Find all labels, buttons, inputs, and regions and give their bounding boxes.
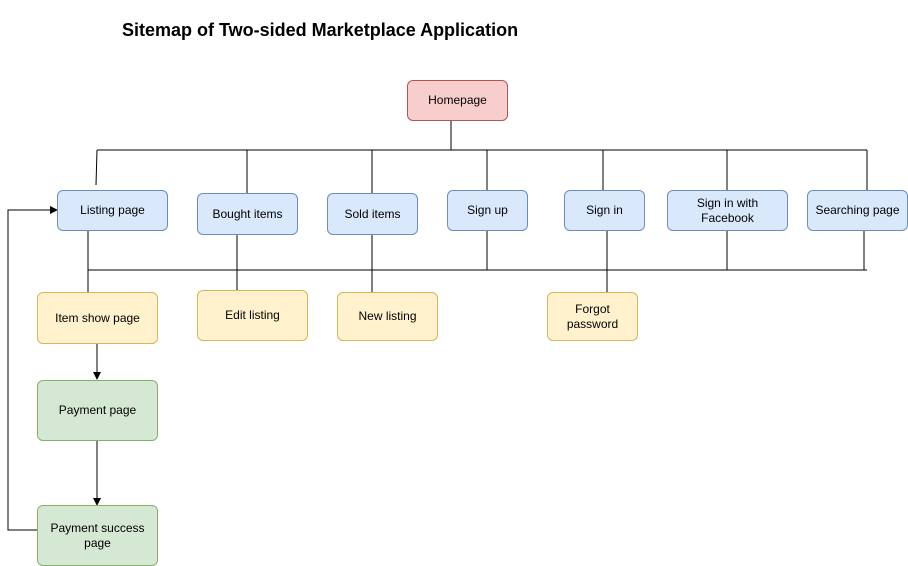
node-forgot-password: Forgot password (547, 292, 638, 341)
diagram-title: Sitemap of Two-sided Marketplace Applica… (122, 20, 519, 40)
node-bought-items: Bought items (197, 193, 298, 235)
node-edit-listing-label: Edit listing (225, 308, 280, 322)
node-sign-in-label: Sign in (586, 203, 623, 217)
node-bought-items-label: Bought items (212, 206, 283, 221)
node-searching-page: Searching page (807, 190, 908, 231)
node-edit-listing: Edit listing (197, 290, 308, 341)
node-forgot-password-label: Forgot password (566, 301, 619, 331)
node-homepage-label: Homepage (428, 93, 487, 107)
node-payment-success-page-label: Payment success page (50, 520, 145, 550)
node-listing-page-label: Listing page (80, 203, 145, 217)
node-homepage: Homepage (407, 80, 508, 121)
node-listing-page: Listing page (57, 190, 168, 231)
node-sign-up-label: Sign up (467, 203, 508, 217)
node-sign-in-facebook: Sign in with Facebook (667, 190, 788, 231)
node-searching-page-label: Searching page (815, 203, 900, 217)
node-sold-items-label: Sold items (344, 206, 401, 221)
node-item-show-page: Item show page (37, 292, 158, 344)
node-item-show-page-label: Item show page (55, 310, 140, 325)
node-new-listing: New listing (337, 292, 438, 341)
node-payment-page-label: Payment page (58, 403, 137, 417)
node-sign-in: Sign in (564, 190, 645, 231)
connector-bus-listing (95, 149, 98, 186)
node-sold-items: Sold items (327, 193, 418, 235)
node-sign-in-facebook-label: Sign in with Facebook (696, 195, 759, 225)
node-payment-success-page: Payment success page (37, 505, 158, 566)
arrow-success-to-listing (7, 206, 58, 531)
node-new-listing-label: New listing (358, 309, 417, 323)
node-payment-page: Payment page (37, 380, 158, 441)
node-sign-up: Sign up (447, 190, 528, 231)
